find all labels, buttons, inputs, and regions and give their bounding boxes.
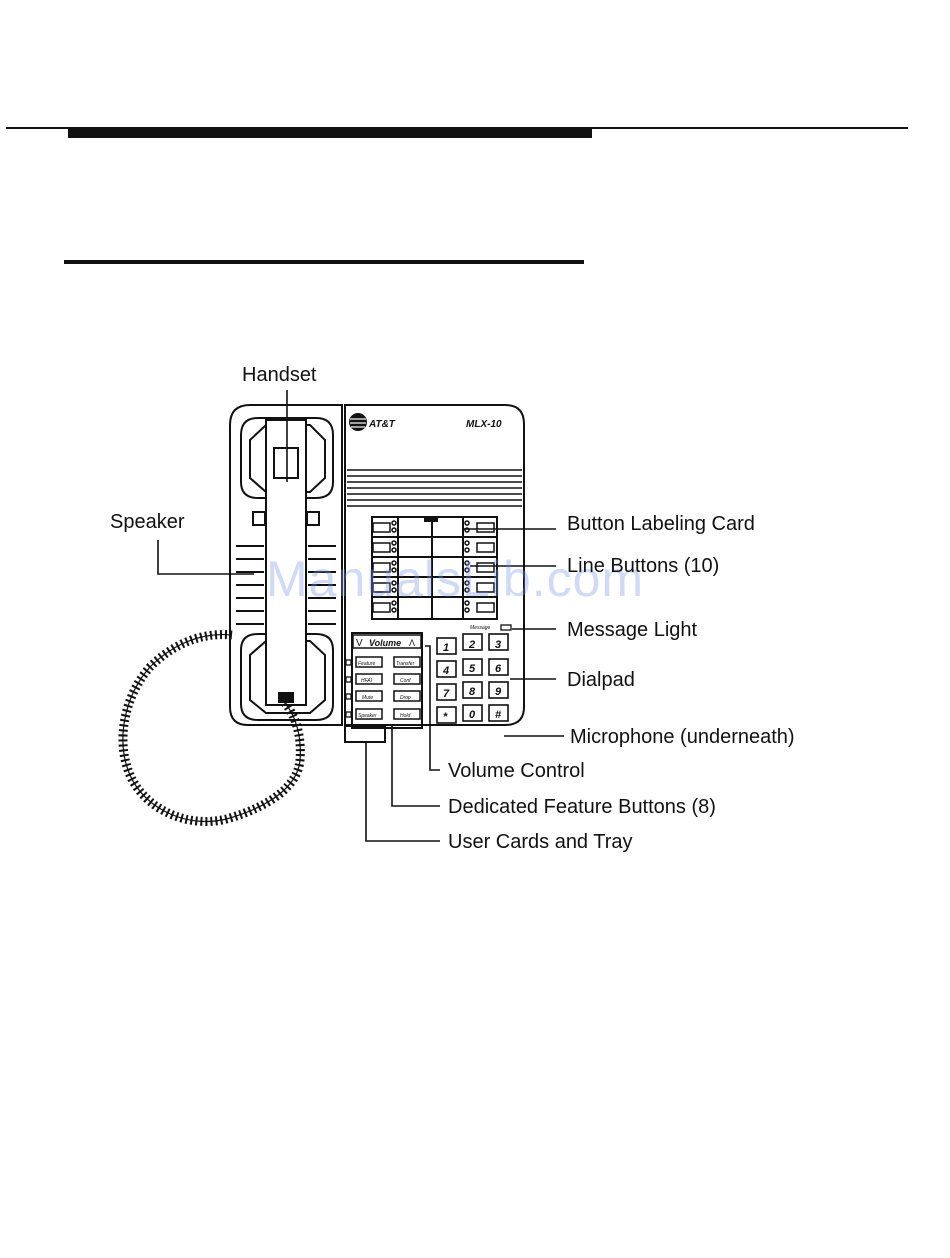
dial-key-3: 3 [495,639,501,651]
dial-key-8: 8 [469,686,476,698]
volume-down-glyph: V [356,638,363,649]
message-caption: Message [470,625,491,631]
label-message-light: Message Light [567,620,697,640]
feature-key-5: Mute [362,695,373,701]
dial-key-5: 5 [469,663,476,675]
volume-up-glyph: Λ [409,638,415,648]
dial-key-6: 6 [495,663,502,675]
feature-key-7: Speaker [358,713,377,719]
label-handset: Handset [242,365,317,385]
label-speaker: Speaker [110,512,185,532]
feature-leds [346,660,351,717]
dial-key-1: 1 [443,642,449,654]
label-dialpad: Dialpad [567,670,635,690]
volume-caption: Volume [369,638,401,648]
dial-key-star: * [443,711,448,723]
feature-key-4: Conf [400,678,411,684]
label-dedicated-feature-buttons: Dedicated Feature Buttons (8) [448,797,716,817]
feature-key-2: Transfer [396,661,415,667]
dial-key-0: 0 [469,709,476,721]
label-user-cards-and-tray: User Cards and Tray [448,832,633,852]
brand-text: AT&T [368,419,396,430]
label-button-labeling-card: Button Labeling Card [567,514,755,534]
label-line-buttons: Line Buttons (10) [567,556,719,576]
dial-key-7: 7 [443,688,450,700]
dial-key-2: 2 [468,639,475,651]
dial-key-9: 9 [495,686,502,698]
dial-key-hash: # [495,709,502,721]
label-volume-control: Volume Control [448,761,585,781]
top-grille [347,470,522,506]
feature-key-3: HFAI [361,678,373,684]
model-text: MLX-10 [466,419,502,430]
feature-key-6: Drop [400,695,411,701]
feature-key-8: Hold [400,713,411,719]
dial-key-4: 4 [442,665,449,677]
message-light [501,625,511,630]
feature-key-1: Feature [358,661,375,667]
label-microphone: Microphone (underneath) [570,727,795,747]
